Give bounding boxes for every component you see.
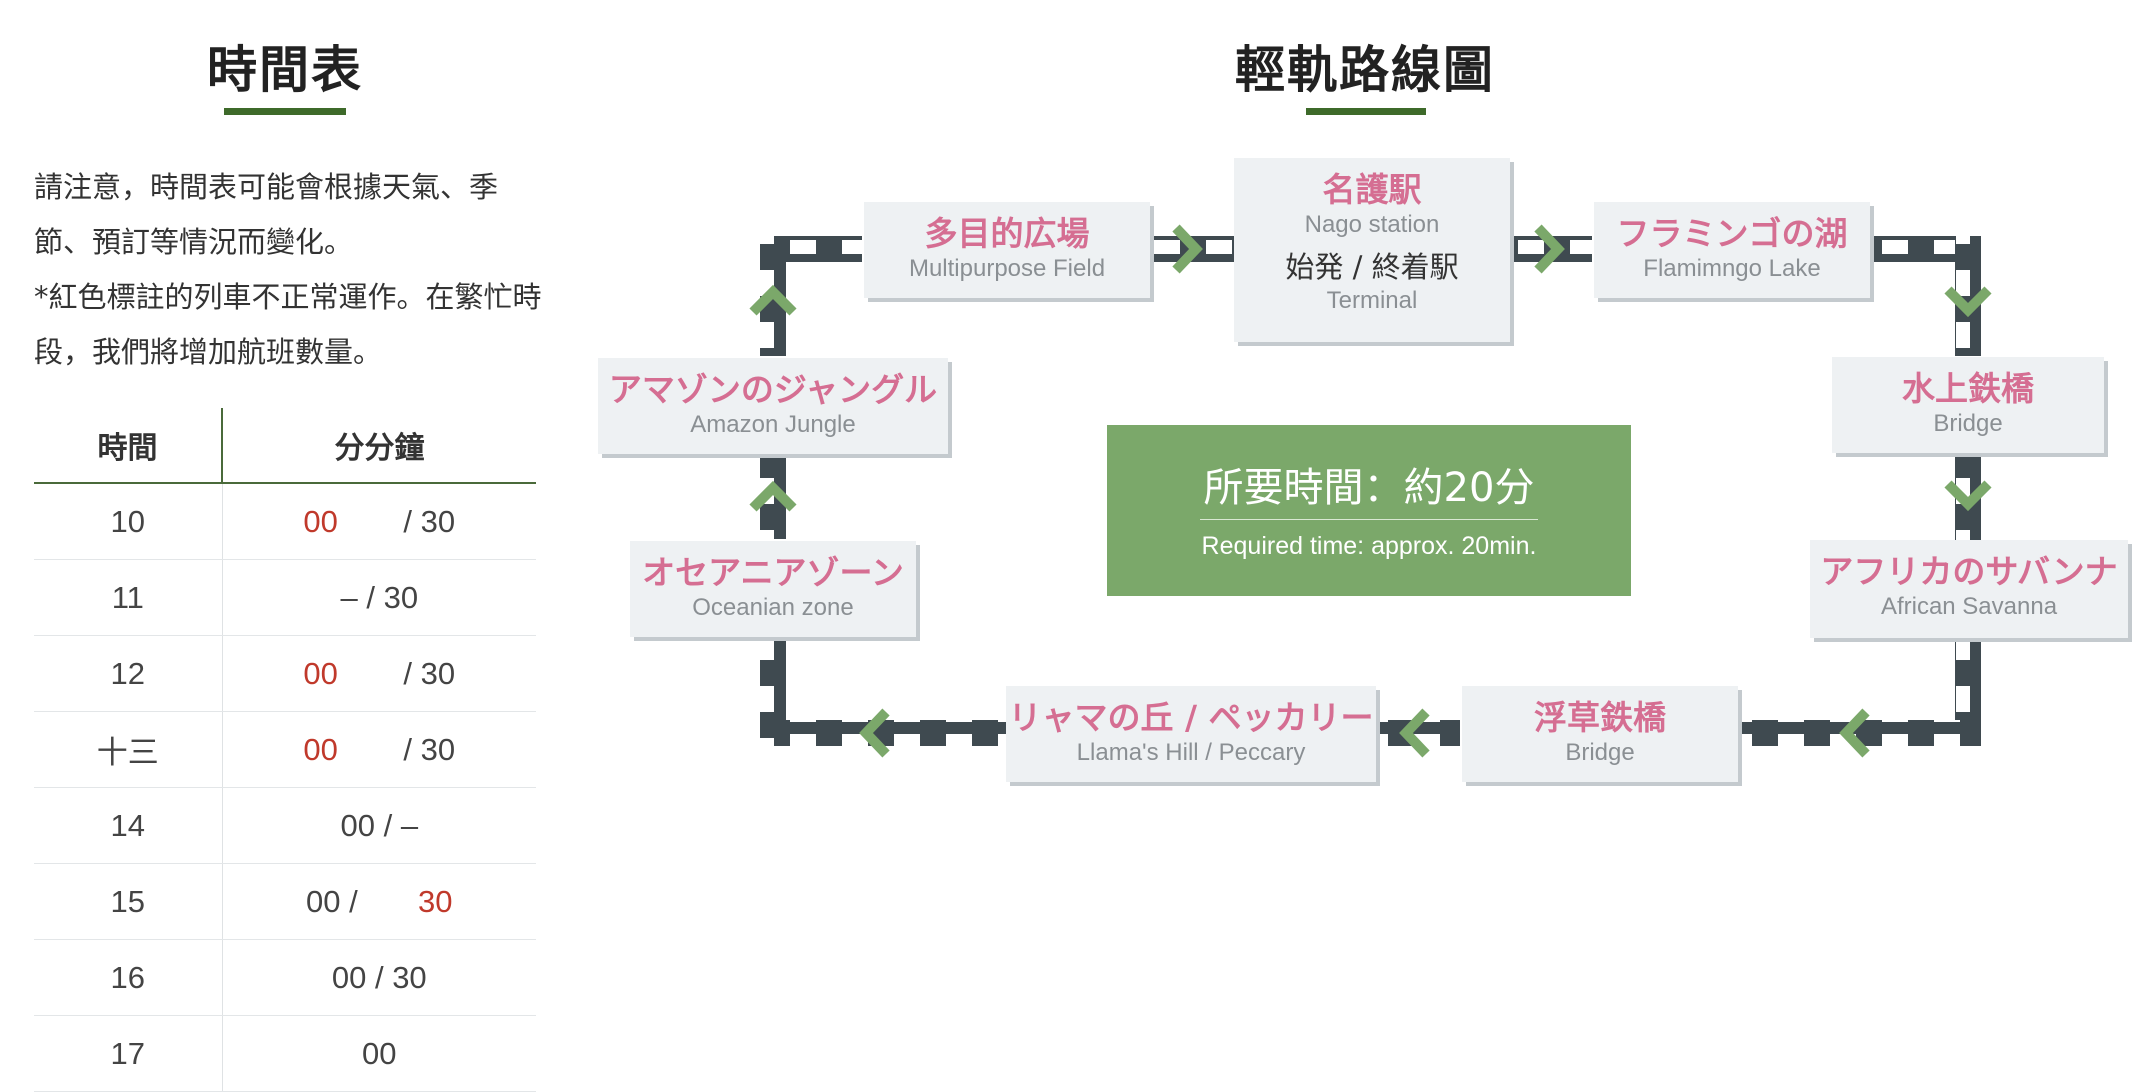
minutes-group: 00 / 30 xyxy=(303,732,455,768)
station-water-bridge-ja: 水上鉄橋 xyxy=(1902,369,2034,408)
route-map-title: 輕軌路線圖 xyxy=(1235,41,1495,99)
minutes-group: 00 / 30 xyxy=(332,960,427,996)
timetable-body: 10 00 / 30 11 – / 30 12 00 / 30 十三 00 / 30 14 00 / –… xyxy=(34,483,536,1092)
minute-value: – / 30 xyxy=(340,579,419,615)
station-llama[interactable]: リャマの丘 / ペッカリー Llama's Hill / Peccary xyxy=(1006,686,1376,782)
station-water-bridge[interactable]: 水上鉄橋 Bridge xyxy=(1832,357,2104,453)
station-flamingo-ja: フラミンゴの湖 xyxy=(1616,214,1848,253)
station-savanna-en: African Savanna xyxy=(1880,593,2058,620)
timetable-minutes-cell: 00 / 30 xyxy=(222,711,536,788)
minutes-group: 00 / 30 xyxy=(303,656,455,692)
chevron-up-icon xyxy=(749,480,797,512)
required-time-en: Required time: approx. 20min. xyxy=(1201,532,1537,560)
header-minutes: 分分鐘 xyxy=(334,431,425,466)
minute-value: / 30 xyxy=(403,503,456,539)
station-multipurpose[interactable]: 多目的広場 Multipurpose Field xyxy=(864,202,1150,298)
minute-value: 00 xyxy=(362,1035,397,1071)
minute-value: / 30 xyxy=(403,655,456,691)
timetable-row: 11 – / 30 xyxy=(34,559,536,636)
station-savanna-ja: アフリカのサバンナ xyxy=(1820,552,2118,591)
timetable-hour-cell: 十三 xyxy=(34,711,223,788)
track-segments xyxy=(760,236,1981,746)
minute-not-operating: 30 xyxy=(418,883,453,919)
required-time-box: 所要時間：約20分 Required time: approx. 20min. xyxy=(1107,425,1631,596)
station-amazon[interactable]: アマゾンのジャングル Amazon Jungle xyxy=(598,358,948,454)
station-llama-en: Llama's Hill / Peccary xyxy=(1076,739,1306,766)
station-amazon-ja: アマゾンのジャングル xyxy=(608,370,938,409)
timetable-minutes-cell: 00 / – xyxy=(222,787,536,864)
timetable-minutes-cell: – / 30 xyxy=(222,559,536,636)
timetable-row: 12 00 / 30 xyxy=(34,635,536,712)
minute-value: 00 / xyxy=(306,883,358,919)
timetable-minutes-cell: 00 / 30 xyxy=(222,635,536,712)
notice-line-2: *紅色標註的列車不正常運作。在繁忙時段，我們將增加航班數量。 xyxy=(34,280,542,369)
station-nago-terminal-en: Terminal xyxy=(1326,287,1418,314)
minute-value: 00 / – xyxy=(340,807,419,843)
required-time-ja: 所要時間：約20分 xyxy=(1199,463,1539,520)
station-nago-ja: 名護駅 xyxy=(1322,170,1422,209)
timetable-minutes-cell: 00 / 30 xyxy=(222,939,536,1016)
minutes-group: 00 / 30 xyxy=(306,884,452,920)
minutes-group: 00 / 30 xyxy=(303,504,455,540)
chevron-right-icon xyxy=(1534,224,1565,274)
station-multipurpose-ja: 多目的広場 xyxy=(924,214,1090,253)
station-flamingo-en: Flamimngo Lake xyxy=(1643,255,1821,282)
minutes-group: 00 / – xyxy=(341,808,419,844)
timetable-hour-cell: 15 xyxy=(34,863,223,940)
station-flamingo[interactable]: フラミンゴの湖 Flamimngo Lake xyxy=(1594,202,1870,298)
minute-value: 00 / 30 xyxy=(331,959,427,995)
station-floating-bridge-en: Bridge xyxy=(1565,739,1635,766)
direction-arrows xyxy=(749,224,1992,758)
timetable-hour-cell: 10 xyxy=(34,483,223,560)
timetable-header-row: 時間 分分鐘 xyxy=(34,408,536,483)
station-oceanian-en: Oceanian zone xyxy=(692,594,854,621)
chevron-left-icon xyxy=(1399,708,1430,758)
timetable-hour-cell: 11 xyxy=(34,559,223,636)
minute-not-operating: 00 xyxy=(303,655,338,691)
chevron-down-icon xyxy=(1944,480,1992,512)
timetable-notice: 請注意，時間表可能會根據天氣、季節、預訂等情況而變化。 *紅色標註的列車不正常運… xyxy=(34,160,544,380)
header-hour: 時間 xyxy=(34,408,224,483)
station-oceanian-ja: オセアニアゾーン xyxy=(642,553,904,592)
timetable-title-underline xyxy=(224,108,346,115)
station-floating-bridge-ja: 浮草鉄橋 xyxy=(1534,698,1666,737)
chevron-up-icon xyxy=(749,284,797,316)
station-multipurpose-en: Multipurpose Field xyxy=(908,255,1106,282)
minutes-group: 00 xyxy=(362,1036,396,1072)
chevron-down-icon xyxy=(1944,286,1992,318)
timetable-row: 16 00 / 30 xyxy=(34,939,536,1016)
chevron-left-icon xyxy=(859,708,890,758)
minute-not-operating: 00 xyxy=(303,503,338,539)
timetable-minutes-cell: 00 / 30 xyxy=(222,863,536,940)
track-left-lower xyxy=(760,628,786,746)
station-amazon-en: Amazon Jungle xyxy=(690,411,856,438)
timetable-hour-cell: 12 xyxy=(34,635,223,712)
chevron-right-icon xyxy=(1172,224,1203,274)
station-llama-ja: リャマの丘 / ペッカリー xyxy=(1008,698,1374,737)
station-nago[interactable]: 名護駅 Nago station 始発 / 終着駅 Terminal xyxy=(1234,158,1510,342)
route-map-title-underline xyxy=(1306,108,1426,115)
notice-line-1: 請注意，時間表可能會根據天氣、季節、預訂等情況而變化。 xyxy=(34,170,499,259)
station-oceanian[interactable]: オセアニアゾーン Oceanian zone xyxy=(630,541,916,637)
minute-not-operating: 00 xyxy=(303,731,338,767)
timetable-title: 時間表 xyxy=(207,41,363,99)
track-bottom-left xyxy=(760,720,1006,746)
station-water-bridge-en: Bridge xyxy=(1933,410,2003,437)
station-nago-terminal-ja: 始発 / 終着駅 xyxy=(1285,250,1459,284)
timetable-hour-cell: 16 xyxy=(34,939,223,1016)
station-floating-bridge[interactable]: 浮草鉄橋 Bridge xyxy=(1462,686,1738,782)
timetable-row: 15 00 / 30 xyxy=(34,863,536,940)
timetable-row: 10 00 / 30 xyxy=(34,483,536,560)
station-nago-en: Nago station xyxy=(1304,211,1440,238)
timetable-row: 十三 00 / 30 xyxy=(34,711,536,788)
station-savanna[interactable]: アフリカのサバンナ African Savanna xyxy=(1810,540,2128,638)
minute-value: / 30 xyxy=(403,731,456,767)
chevron-left-icon xyxy=(1839,708,1870,758)
timetable-hour-cell: 14 xyxy=(34,787,223,864)
timetable-row: 14 00 / – xyxy=(34,787,536,864)
timetable-minutes-cell: 00 / 30 xyxy=(222,483,536,560)
minutes-group: – / 30 xyxy=(341,580,419,616)
